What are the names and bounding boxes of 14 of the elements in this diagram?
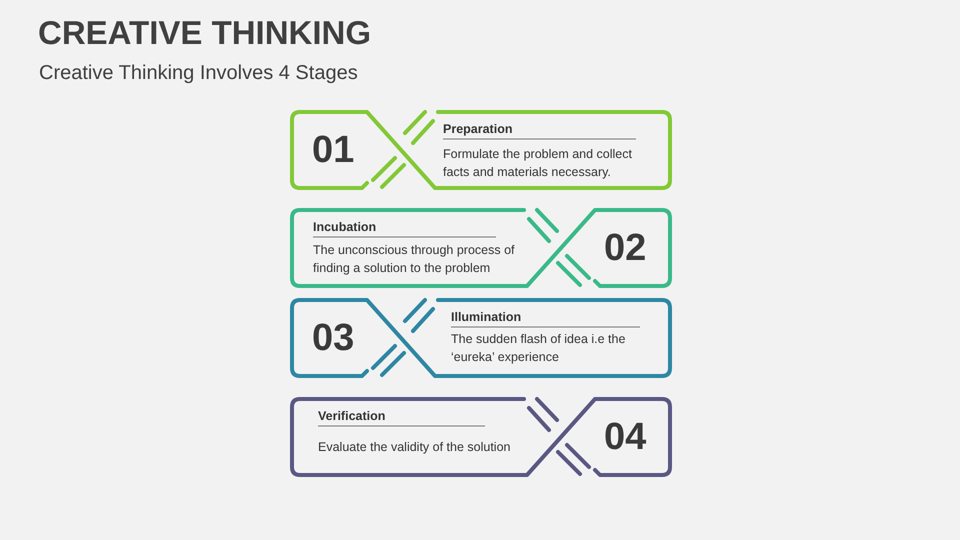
stage-number: 04: [604, 418, 646, 456]
stage-number: 03: [312, 319, 354, 357]
stage-description: The unconscious through process of finding a solution to the problem: [313, 242, 516, 277]
stage-heading: Preparation: [443, 122, 512, 137]
slide-subtitle: Creative Thinking Involves 4 Stages: [39, 62, 358, 85]
stage-heading: Illumination: [451, 310, 522, 325]
stage-heading: Incubation: [313, 220, 376, 235]
stage-number: 02: [604, 229, 646, 267]
stage-description: The sudden flash of idea i.e the ‘eureka’ experience: [451, 331, 626, 366]
slide-title: CREATIVE THINKING: [38, 14, 372, 52]
stage-description: Evaluate the validity of the solution: [318, 439, 512, 456]
stage-description: Formulate the problem and collect facts and materials necessary.: [443, 146, 633, 181]
stage-number: 01: [312, 131, 354, 169]
stage-heading: Verification: [318, 409, 386, 424]
